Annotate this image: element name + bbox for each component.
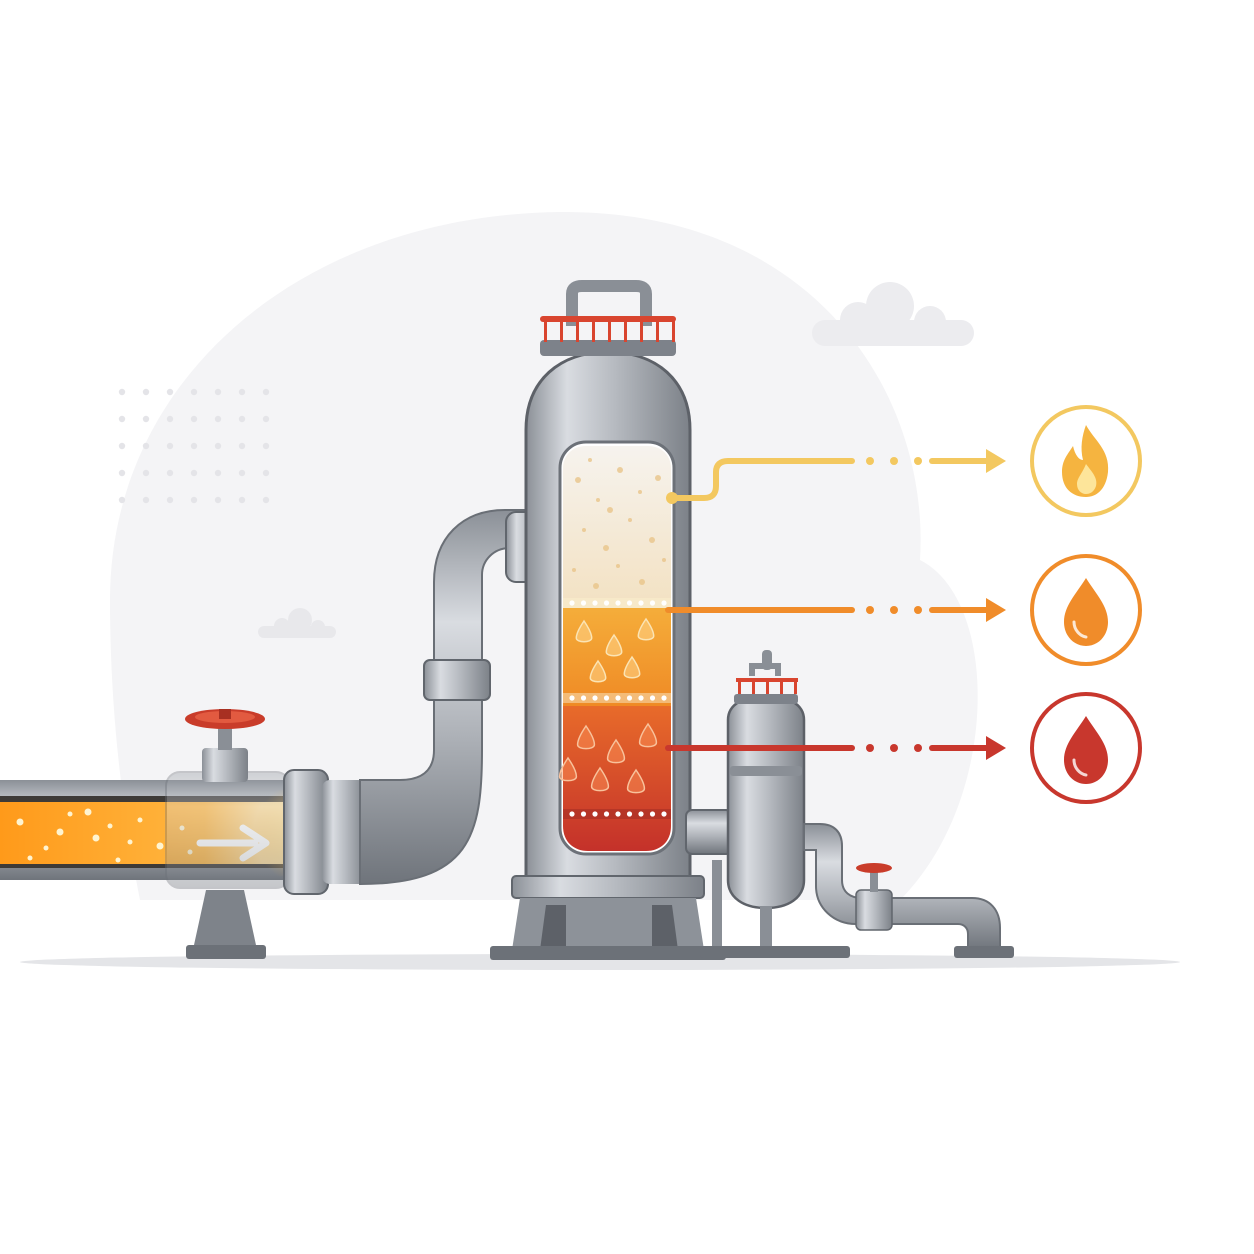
heavy-stream [665,736,1006,760]
droplet-icon [1030,554,1142,666]
small-cloud-icon [258,608,336,638]
valve-wheel-icon[interactable] [185,709,265,729]
heavy-liquid-zone [563,706,671,851]
railing [540,316,676,342]
gas-bubbles [572,458,666,589]
output-streams [665,449,1006,760]
blood-drop-icon [1030,692,1142,804]
fraction-icons [1030,405,1142,804]
separation-column [490,280,726,960]
dot-grid [118,388,270,504]
liquid-droplets [558,617,658,794]
light-oil-stream [665,598,1006,622]
flame-icon [1030,405,1142,517]
gas-stream [666,449,1006,504]
tray-perforations [563,598,671,819]
ground-shadow [20,954,1180,970]
gas-zone [563,446,671,600]
railing-posts [544,318,675,342]
cloud-icon [812,282,974,346]
inlet-pipeline [0,709,366,959]
outlet-valve-wheel-icon[interactable] [856,863,892,873]
